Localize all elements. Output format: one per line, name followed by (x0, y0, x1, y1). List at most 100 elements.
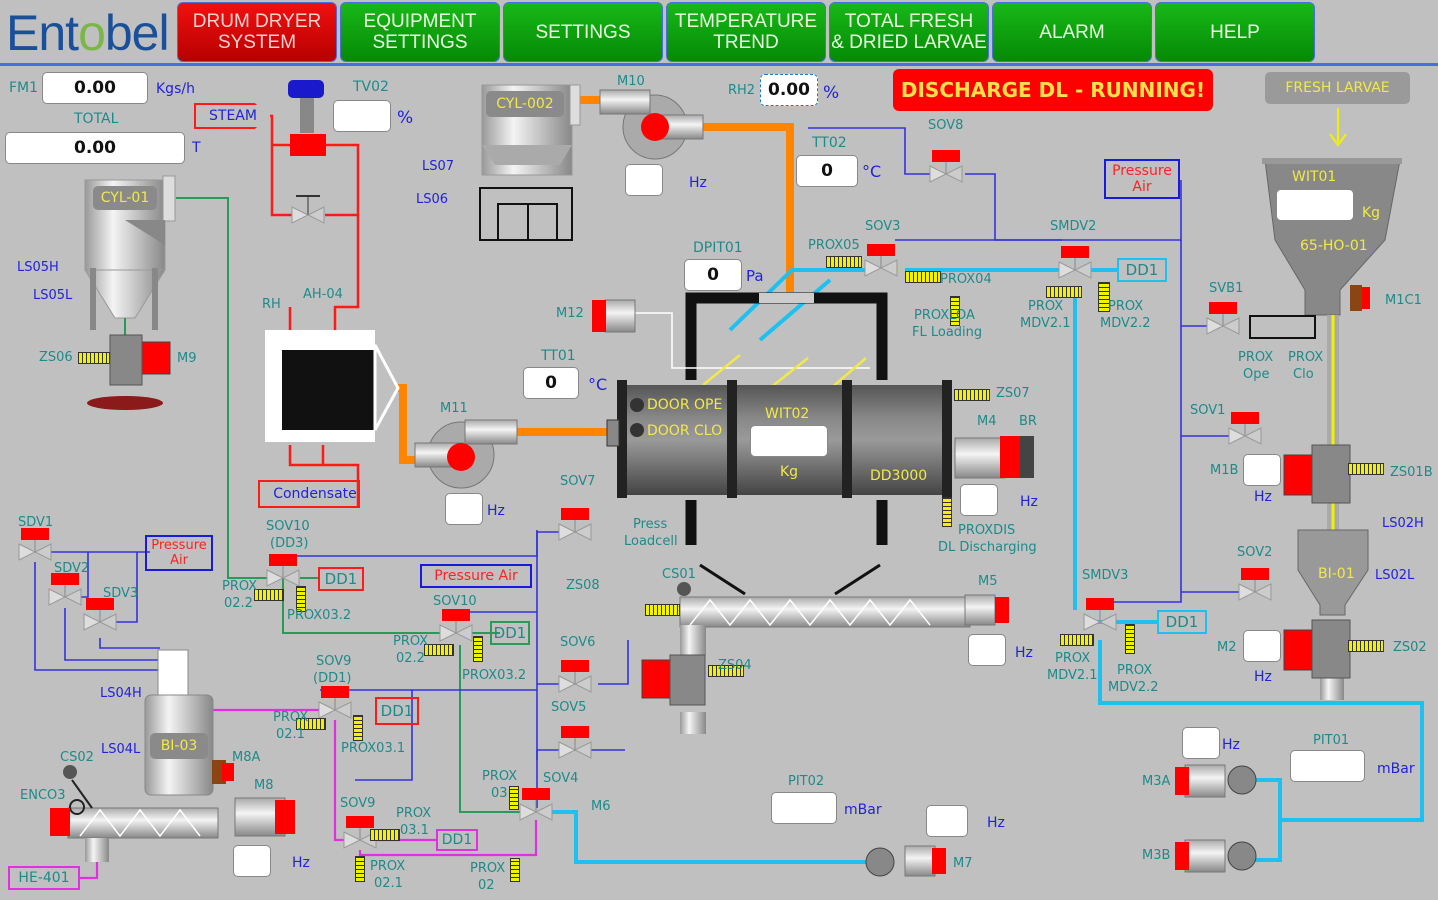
tt01-unit: °C (588, 375, 608, 394)
valve-sdv2[interactable] (45, 565, 85, 613)
label-sov2: SOV2 (1237, 545, 1273, 560)
label-sov9b: SOV9 (340, 796, 376, 811)
label-sov7: SOV7 (560, 474, 596, 489)
proximity-sensor-icon (510, 858, 520, 882)
label-prox: PROX (1117, 663, 1153, 678)
label-dd3: (DD3) (270, 536, 309, 551)
label-m10: M10 (617, 74, 645, 89)
valve-sov9a[interactable] (315, 678, 355, 726)
label-zs07: ZS07 (996, 386, 1030, 401)
wit01-label: WIT01 (1292, 169, 1337, 185)
label-prox022: 02.2 (224, 596, 253, 611)
proximity-sensor-icon (645, 604, 680, 616)
nav-equipment-settings[interactable]: EQUIPMENT SETTINGS (340, 2, 500, 62)
label-smdv3: SMDV3 (1082, 568, 1129, 583)
m8-hz-unit: Hz (292, 855, 310, 871)
total-unit: T (192, 140, 201, 156)
m7-hz-value[interactable] (926, 805, 968, 837)
valve-sov10a[interactable] (263, 546, 303, 594)
m8-hz-value[interactable] (233, 845, 271, 877)
tt02-value[interactable]: 0 (796, 155, 858, 187)
valve-sov3[interactable] (861, 236, 901, 284)
proximity-sensor-icon (254, 589, 284, 601)
tt02-label: TT02 (812, 135, 847, 151)
proximity-sensor-icon (355, 856, 365, 882)
valve-sov6[interactable] (555, 652, 595, 700)
label-zs02: ZS02 (1393, 640, 1427, 655)
nav-alarm[interactable]: ALARM (992, 2, 1152, 62)
nav-total-fresh-dried-larvae[interactable]: TOTAL FRESH & DRIED LARVAE (829, 2, 989, 62)
m1b-hz-unit: Hz (1254, 489, 1272, 505)
proximity-sensor-icon (1348, 640, 1384, 652)
label-zs04: ZS04 (718, 658, 752, 673)
valve-sov7[interactable] (555, 500, 595, 548)
valve-smdv3[interactable] (1080, 590, 1120, 638)
valve-sov4[interactable] (516, 780, 556, 828)
label-ls02h: LS02H (1382, 516, 1424, 531)
valve-hand-valve[interactable] (288, 183, 328, 231)
label-cs02: CS02 (60, 750, 94, 765)
label-mdv22: MDV2.2 (1100, 316, 1151, 331)
valve-sdv3[interactable] (80, 590, 120, 638)
bi03-label: BI-03 (150, 733, 208, 759)
m11-hz-value[interactable] (445, 493, 483, 525)
label-sdv1: SDV1 (18, 515, 54, 530)
valve-sov10b[interactable] (436, 601, 476, 649)
fm1-value[interactable]: 0.00 (42, 72, 148, 104)
valve-sov2[interactable] (1235, 560, 1275, 608)
label-m11: M11 (440, 401, 468, 416)
total-value[interactable]: 0.00 (5, 132, 185, 164)
m5-hz-value[interactable] (968, 634, 1006, 666)
label-m4: M4 (977, 414, 997, 429)
proximity-sensor-icon (1098, 282, 1110, 312)
proximity-sensor-icon (708, 665, 744, 677)
proximity-sensor-icon (1348, 463, 1384, 475)
label-prox: PROX (222, 579, 258, 594)
valve-sov8[interactable] (926, 142, 966, 190)
valve-smdv2[interactable] (1055, 238, 1095, 286)
label-m8a: M8A (232, 750, 261, 765)
nav-settings[interactable]: SETTINGS (503, 2, 663, 62)
label-enco3: ENCO3 (20, 788, 66, 803)
dpit01-label: DPIT01 (693, 240, 743, 256)
m2-hz-value[interactable] (1243, 630, 1281, 662)
m1b-hz-value[interactable] (1243, 454, 1281, 486)
label-ls05l: LS05L (33, 288, 73, 303)
label-m8: M8 (254, 778, 274, 793)
label-sdv2: SDV2 (54, 561, 90, 576)
dpit01-unit: Pa (746, 267, 764, 285)
nav-temperature-trend[interactable]: TEMPERATURE TREND (666, 2, 826, 62)
valve-sov1[interactable] (1225, 404, 1265, 452)
label-prox021: 02.1 (374, 876, 403, 891)
rh2-value[interactable]: 0.00 (760, 74, 818, 106)
alarm-banner[interactable]: DISCHARGE DL - RUNNING! (893, 69, 1213, 111)
tt01-value[interactable]: 0 (523, 367, 579, 399)
valve-sov5[interactable] (555, 718, 595, 766)
ho01-label: 65-HO-01 (1300, 238, 1368, 254)
fresh-larvae-tag: FRESH LARVAE (1265, 72, 1410, 104)
m3a-hz-value[interactable] (1182, 727, 1220, 759)
nav-drum-dryer-system[interactable]: DRUM DRYER SYSTEM (177, 2, 337, 62)
wit01-value[interactable] (1276, 189, 1354, 221)
label-zs08: ZS08 (566, 578, 600, 593)
pit02-value[interactable] (771, 792, 837, 824)
wit02-value[interactable] (750, 425, 828, 457)
valve-sdv1[interactable] (15, 520, 55, 568)
m10-hz-value[interactable] (625, 164, 663, 196)
proximity-sensor-icon (370, 829, 400, 841)
pit01-value[interactable] (1290, 750, 1365, 782)
dpit01-value[interactable]: 0 (684, 259, 742, 291)
nav-help[interactable]: HELP (1155, 2, 1315, 62)
dd1-tag-sov10b: DD1 (490, 621, 530, 645)
proximity-sensor-icon (353, 715, 363, 741)
label-proxloa: PROXLOA (914, 308, 975, 323)
steam-tag: STEAM (194, 103, 270, 129)
fm1-unit: Kgs/h (156, 81, 195, 97)
tv02-value[interactable] (333, 100, 391, 132)
label-rh: RH (262, 297, 281, 312)
proximity-sensor-icon (954, 389, 990, 401)
proximity-sensor-icon (473, 636, 483, 662)
m4-hz-value[interactable] (960, 484, 998, 516)
valve-svb1[interactable] (1203, 294, 1243, 342)
